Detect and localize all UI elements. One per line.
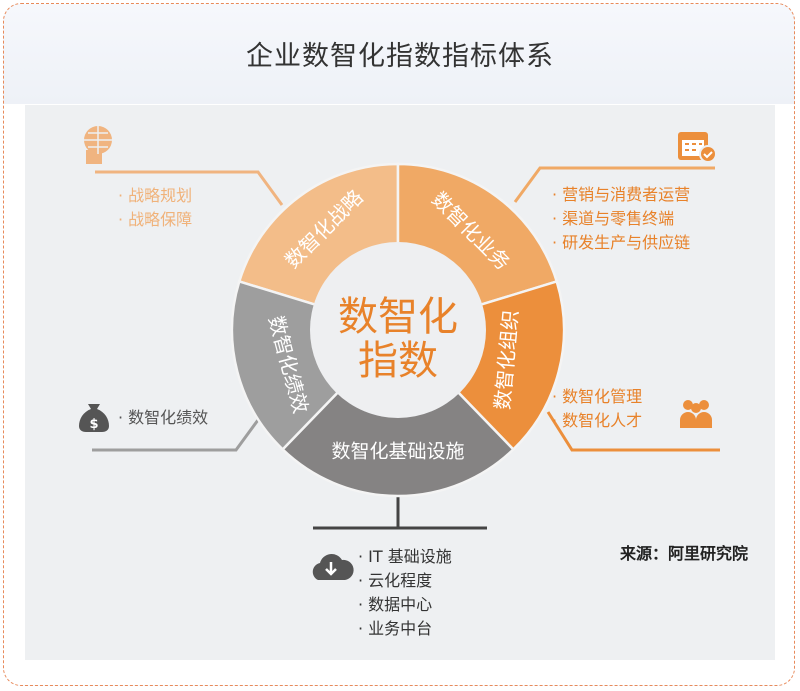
list-item: · 数智化绩效 <box>118 408 209 427</box>
list-item: · 渠道与零售终端 <box>552 209 675 228</box>
list-item: · 云化程度 <box>358 571 433 590</box>
list-item: · 数据中心 <box>358 595 433 614</box>
list-item: · 数智化管理 <box>552 387 643 406</box>
center-circle <box>310 242 486 418</box>
globe-head-icon <box>84 126 112 164</box>
performance-item-list: · 数智化绩效 <box>118 406 208 430</box>
business-item-list: · 营销与消费者运营 · 渠道与零售终端 · 研发生产与供应链 <box>552 183 690 255</box>
list-item: · 战略规划 <box>118 186 193 205</box>
list-item: · 战略保障 <box>118 210 193 229</box>
performance-connector <box>92 419 260 452</box>
center-title-line2: 指数 <box>358 338 438 384</box>
cloud-download-icon <box>312 554 354 580</box>
infrastructure-item-list: · IT 基础设施 · 云化程度 · 数据中心 · 业务中台 <box>358 545 452 641</box>
list-item: · 研发生产与供应链 <box>552 233 691 252</box>
strategy-item-list: · 战略规划 · 战略保障 <box>118 184 192 232</box>
business-connector <box>513 166 715 203</box>
organization-item-list: · 数智化管理 · 数智化人才 <box>552 385 642 433</box>
strategy-connector <box>95 170 284 206</box>
center-title-line1: 数智化 <box>338 294 458 340</box>
list-item: · 业务中台 <box>358 619 433 638</box>
money-bag-icon: $ <box>79 404 109 432</box>
list-item: · 数智化人才 <box>552 411 643 430</box>
segment-label-infrastructure: 数智化基础设施 <box>331 441 464 463</box>
list-item: · IT 基础设施 <box>358 547 452 566</box>
page-title: 企业数智化指数指标体系 <box>246 41 554 72</box>
source-note: 来源：阿里研究院 <box>620 544 749 563</box>
svg-text:$: $ <box>89 417 98 432</box>
team-icon <box>680 400 712 428</box>
organization-connector <box>546 411 720 452</box>
list-item: · 营销与消费者运营 <box>552 185 691 204</box>
calendar-check-icon <box>678 132 717 163</box>
